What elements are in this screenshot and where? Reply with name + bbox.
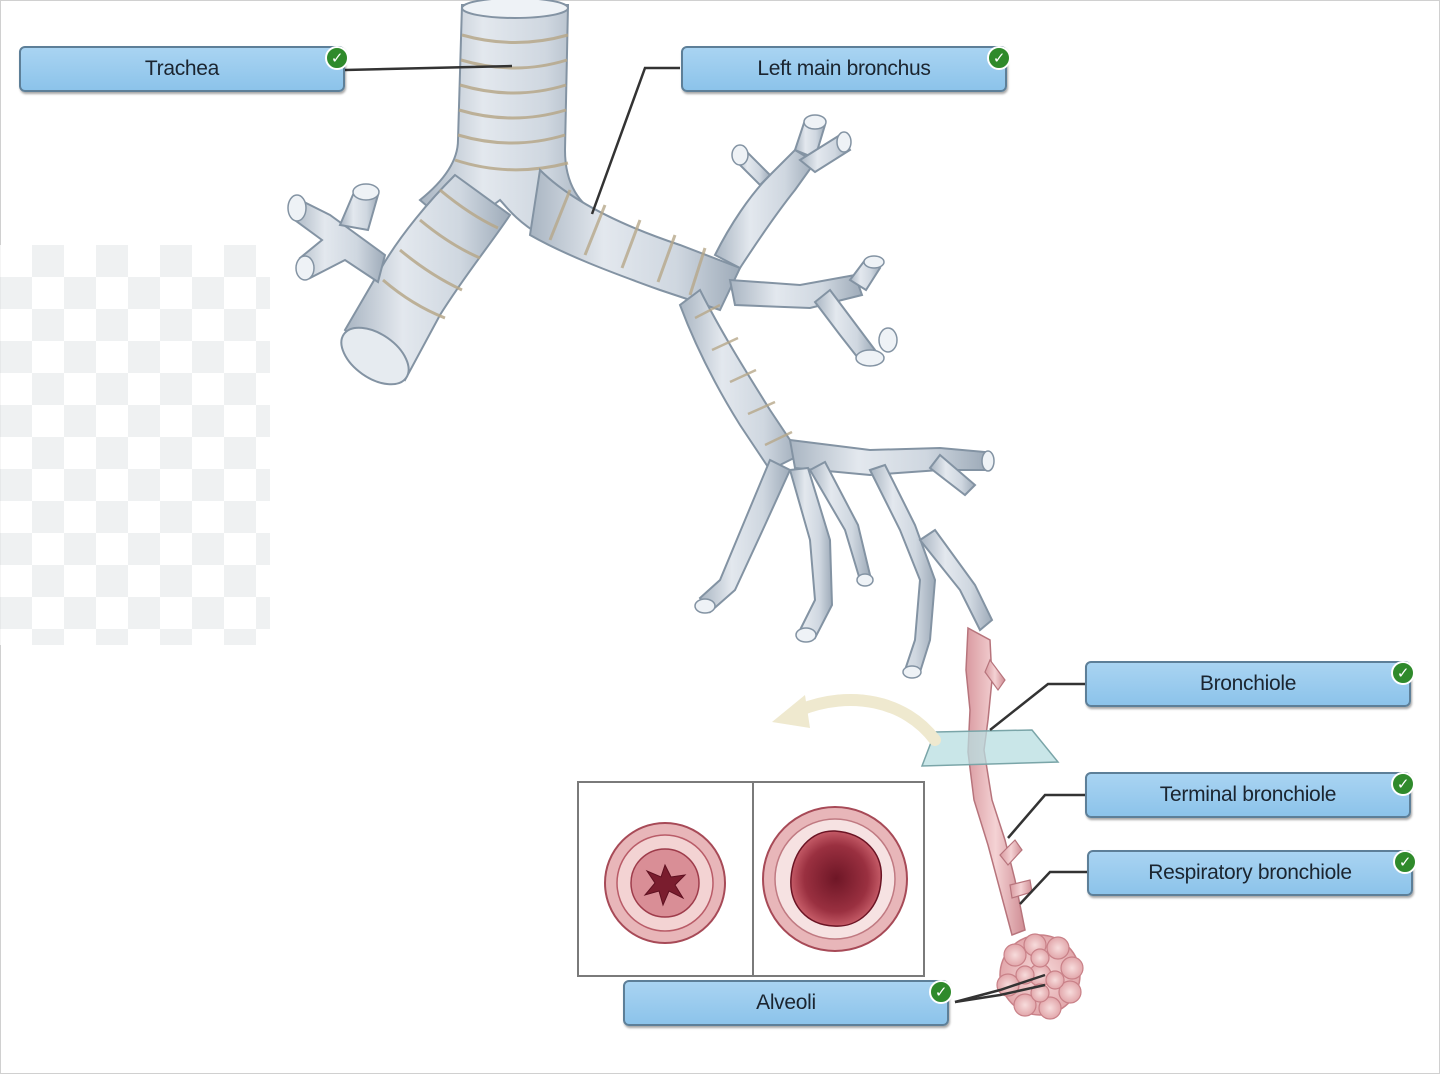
label-trachea[interactable]: Trachea ✓ xyxy=(19,46,349,92)
trachea-shape xyxy=(418,0,603,237)
checkmark-icon: ✓ xyxy=(929,980,953,1004)
label-respiratory-bronchiole-text: Respiratory bronchiole xyxy=(1148,861,1352,884)
label-bronchiole-text: Bronchiole xyxy=(1199,672,1297,695)
inset-divider xyxy=(752,783,754,975)
label-alveoli-text: Alveoli xyxy=(756,991,816,1014)
label-respiratory-bronchiole[interactable]: Respiratory bronchiole ✓ xyxy=(1087,850,1417,896)
checkmark-icon: ✓ xyxy=(987,46,1011,70)
checkmark-icon: ✓ xyxy=(1391,772,1415,796)
bronchiole-shape xyxy=(965,626,1033,936)
right-main-bronchus-shape xyxy=(287,173,512,386)
label-trachea-text: Trachea xyxy=(144,57,220,80)
label-alveoli[interactable]: Alveoli ✓ xyxy=(623,980,953,1026)
leader-lines xyxy=(344,64,1087,1004)
bronchiole-cross-section-shape xyxy=(604,822,726,944)
checkmark-icon: ✓ xyxy=(1391,661,1415,685)
cross-section-inset xyxy=(577,781,925,977)
label-bronchiole[interactable]: Bronchiole ✓ xyxy=(1085,661,1415,707)
terminal-bronchiole-cross-section-shape xyxy=(762,806,908,952)
label-left-main-bronchus-text: Left main bronchus xyxy=(757,57,931,80)
label-terminal-bronchiole[interactable]: Terminal bronchiole ✓ xyxy=(1085,772,1415,818)
section-arrow-icon xyxy=(772,694,941,746)
transparency-checker-area xyxy=(0,245,270,645)
cross-section-images xyxy=(604,806,908,952)
label-terminal-bronchiole-text: Terminal bronchiole xyxy=(1159,783,1337,806)
section-plane-shape xyxy=(920,729,1060,767)
checkmark-icon: ✓ xyxy=(1393,850,1417,874)
checkmark-icon: ✓ xyxy=(325,46,349,70)
label-left-main-bronchus[interactable]: Left main bronchus ✓ xyxy=(681,46,1011,92)
left-bronchial-tree-shape xyxy=(528,114,995,679)
